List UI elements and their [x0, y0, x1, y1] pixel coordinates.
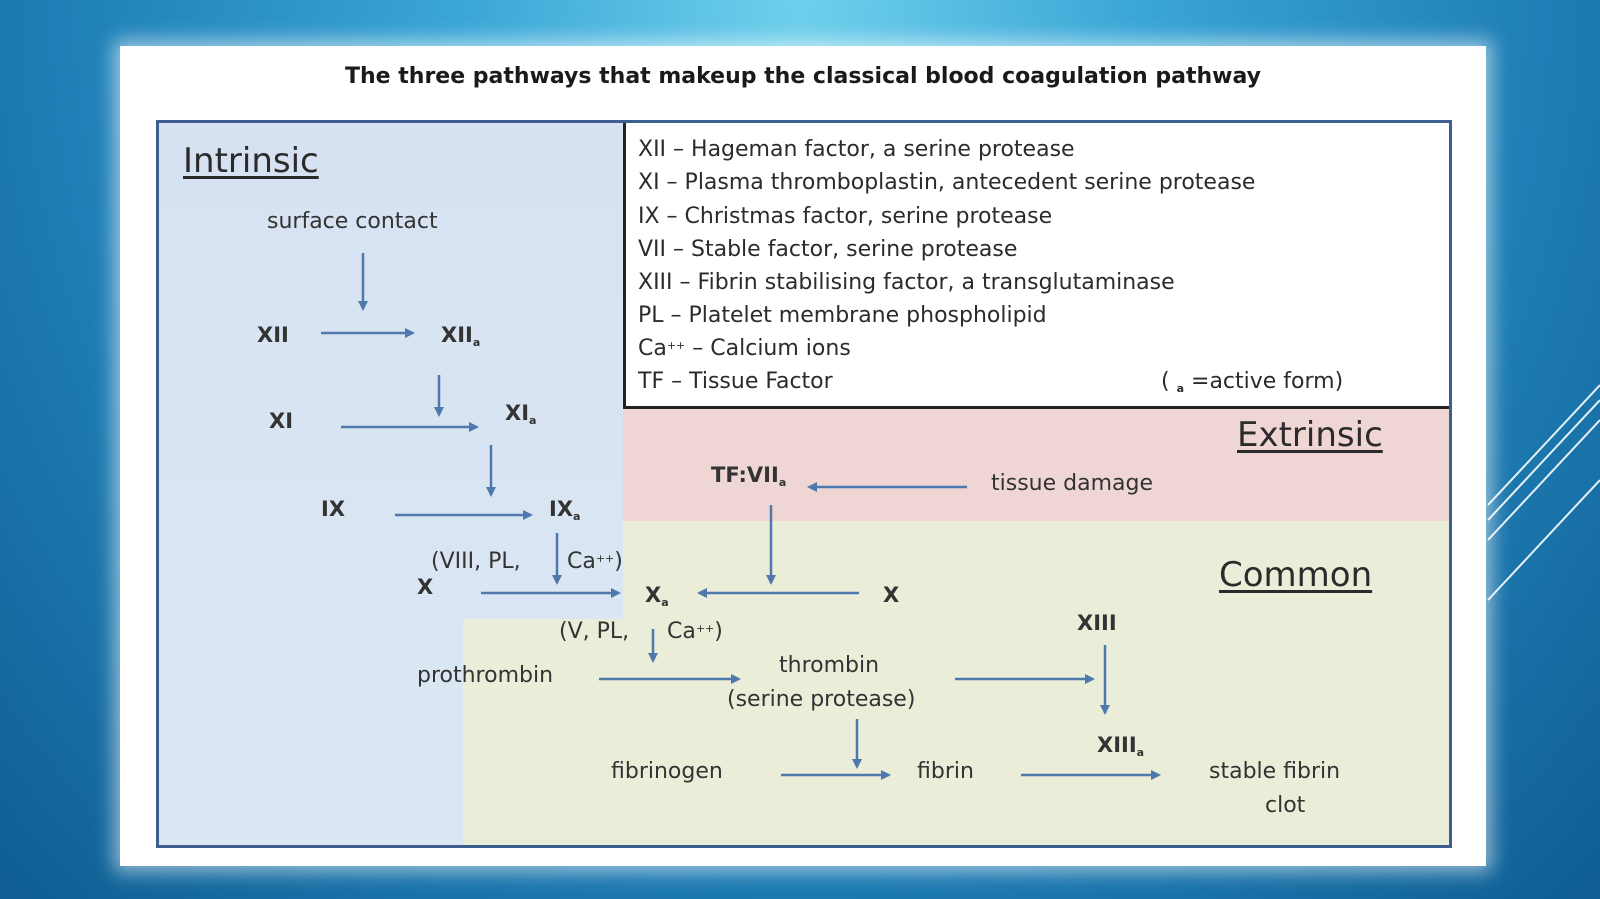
node-stable-fibrin: stable fibrin	[1209, 759, 1341, 784]
node-clot: clot	[1265, 793, 1306, 818]
node-xiii: XIII	[1077, 611, 1117, 635]
diagram-card: The three pathways that makeup the class…	[120, 46, 1486, 866]
node-serine-protease: (serine protease)	[727, 687, 916, 712]
legend-box: XII – Hageman factor, a serine protease …	[623, 123, 1449, 409]
node-fibrinogen: fibrinogen	[611, 759, 723, 784]
legend-line-pl: PL – Platelet membrane phospholipid	[638, 303, 1047, 328]
intrinsic-heading: Intrinsic	[183, 141, 319, 181]
node-xi: XI	[269, 409, 294, 433]
node-xia: XIa	[505, 401, 537, 427]
decorative-lines	[1487, 384, 1600, 601]
node-x-extrinsic: X	[883, 583, 900, 607]
node-tissue-damage: tissue damage	[991, 471, 1153, 496]
node-xii: XII	[257, 323, 289, 347]
extrinsic-heading: Extrinsic	[1237, 415, 1383, 455]
legend-line-xii: XII – Hageman factor, a serine protease	[638, 137, 1075, 162]
legend-line-vii: VII – Stable factor, serine protease	[638, 237, 1018, 262]
intrinsic-region-lower	[159, 619, 463, 845]
pathway-frame: XII – Hageman factor, a serine protease …	[156, 120, 1452, 848]
cofactor-v-ca: Ca++)	[667, 619, 723, 644]
pathway-arrows	[321, 253, 1161, 780]
common-region-lower	[463, 619, 623, 845]
node-surface-contact: surface contact	[267, 209, 438, 234]
legend-line-ix: IX – Christmas factor, serine protease	[638, 204, 1053, 229]
cofactor-viii-pl: (VIII, PL,	[431, 549, 521, 574]
node-xiia: XIIa	[441, 323, 481, 349]
common-heading: Common	[1219, 555, 1373, 595]
legend-line-tf: TF – Tissue Factor	[638, 369, 833, 394]
cofactor-viii-ca: Ca++)	[567, 549, 623, 574]
legend-line-xi: XI – Plasma thromboplastin, antecedent s…	[638, 170, 1256, 195]
diagram-title: The three pathways that makeup the class…	[345, 64, 1261, 89]
node-x-intrinsic: X	[417, 575, 434, 599]
node-fibrin: fibrin	[917, 759, 974, 784]
node-prothrombin: prothrombin	[417, 663, 554, 688]
legend-line-xiii: XIII – Fibrin stabilising factor, a tran…	[638, 270, 1175, 295]
node-thrombin: thrombin	[779, 653, 880, 678]
common-region	[623, 521, 1449, 845]
node-ix: IX	[321, 497, 346, 521]
node-xa: Xa	[645, 583, 669, 609]
cofactor-v-pl: (V, PL,	[559, 619, 630, 644]
legend-line-ca: Ca++ – Calcium ions	[638, 336, 851, 361]
extrinsic-region	[623, 409, 1449, 521]
node-ixa: IXa	[549, 497, 581, 523]
legend-active-form-note: ( a =active form)	[1161, 369, 1344, 395]
node-xiiia: XIIIa	[1097, 733, 1145, 759]
node-tf-viia: TF:VIIa	[711, 463, 787, 489]
